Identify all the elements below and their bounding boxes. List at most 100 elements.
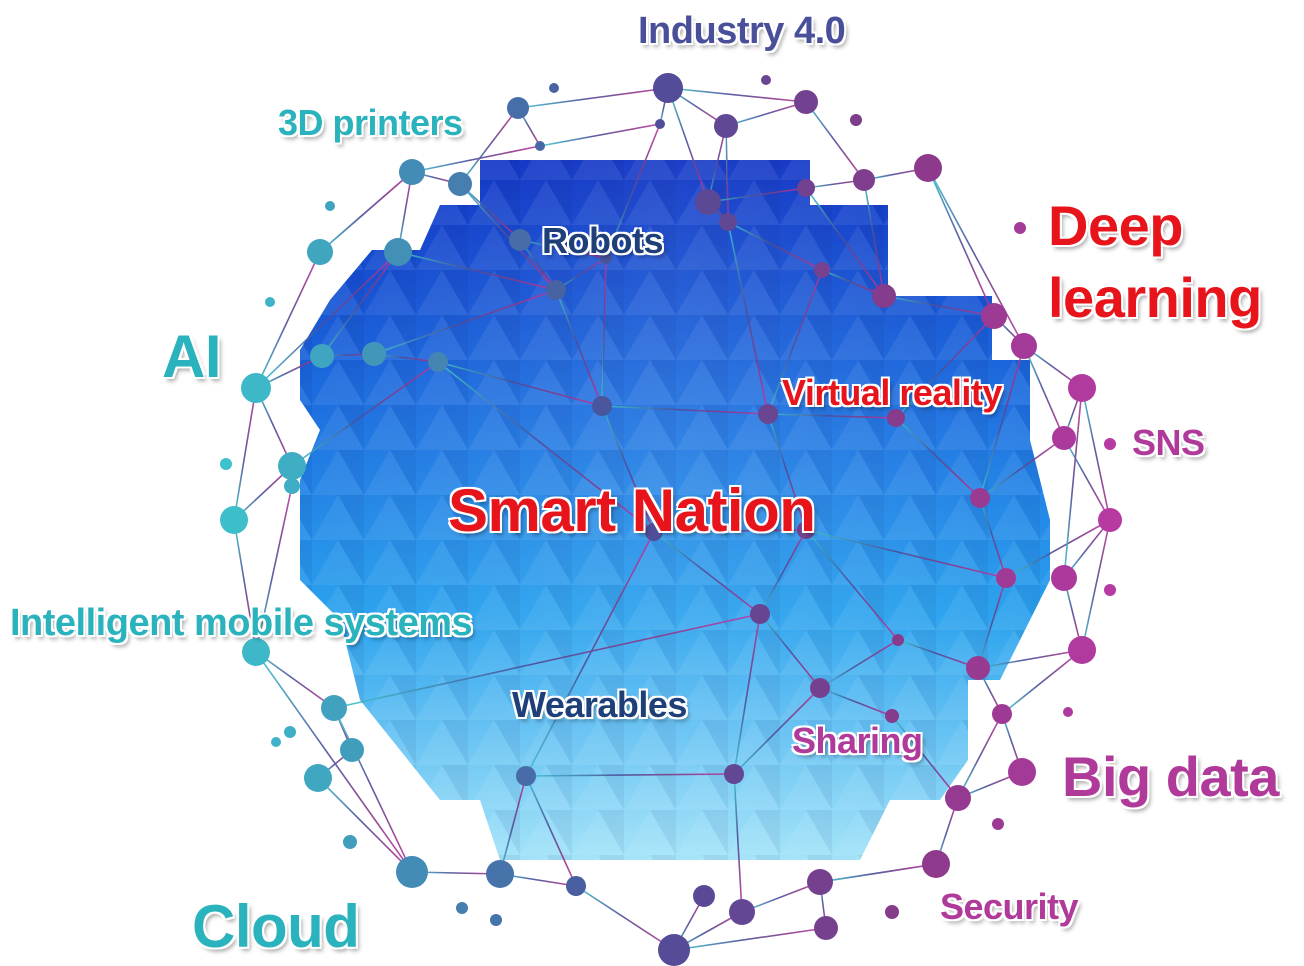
label-wearables: Wearables	[512, 684, 687, 725]
network-node	[325, 201, 335, 211]
network-node	[241, 373, 271, 403]
network-node	[758, 404, 778, 424]
network-node	[797, 521, 815, 539]
network-edge	[733, 613, 761, 775]
network-node	[814, 262, 830, 278]
network-node	[807, 869, 833, 895]
network-edge	[317, 777, 413, 873]
network-edge	[727, 221, 769, 415]
network-node	[981, 303, 1007, 329]
network-edge	[977, 649, 1083, 669]
network-node	[1052, 426, 1076, 450]
label-intelligent-mobile-systems: Intelligent mobile systems	[10, 602, 473, 644]
network-node	[761, 75, 771, 85]
network-node	[307, 239, 333, 265]
network-node	[992, 818, 1004, 830]
network-edge	[863, 179, 885, 297]
network-node	[490, 914, 502, 926]
network-node	[362, 342, 386, 366]
network-edge	[819, 639, 899, 689]
network-edge	[767, 269, 823, 415]
network-edge	[437, 361, 655, 533]
network-edge	[805, 187, 885, 297]
network-edge	[255, 651, 413, 873]
network-node	[729, 899, 755, 925]
network-edge	[741, 881, 821, 913]
network-node	[284, 478, 300, 494]
network-edge	[767, 413, 807, 531]
network-node	[885, 905, 899, 919]
network-edge	[707, 125, 727, 203]
network-edge	[373, 289, 557, 355]
network-node	[996, 568, 1016, 588]
network-edge	[653, 529, 807, 533]
network-edge	[725, 125, 729, 223]
network-edge	[759, 529, 807, 615]
network-node	[242, 638, 270, 666]
network-node	[714, 114, 738, 138]
network-edge	[517, 87, 669, 109]
label-virtual-reality: Virtual reality	[782, 372, 1002, 413]
network-edge	[725, 101, 807, 127]
network-edge	[1063, 437, 1111, 521]
network-edge	[255, 251, 321, 389]
network-edge	[883, 295, 995, 317]
network-edge	[759, 613, 821, 689]
network-edge	[255, 485, 293, 653]
network-node	[304, 764, 332, 792]
network-node	[693, 885, 715, 907]
network-node	[810, 678, 830, 698]
network-node	[794, 90, 818, 114]
network-node	[509, 229, 531, 251]
network-node	[695, 189, 721, 215]
network-edge	[255, 651, 335, 709]
network-node	[922, 850, 950, 878]
network-edge	[459, 183, 521, 241]
network-node	[546, 280, 566, 300]
network-edge	[1063, 387, 1083, 579]
network-node	[1068, 374, 1096, 402]
network-node	[428, 352, 448, 372]
network-edge	[601, 257, 607, 407]
network-node	[970, 488, 990, 508]
network-edges	[233, 87, 1111, 951]
label-smart-nation: Smart Nation	[448, 477, 816, 544]
label-deep-line2: learning	[1048, 266, 1262, 329]
network-node	[448, 172, 472, 196]
label-3d-printers: 3D printers	[278, 102, 463, 143]
network-edge	[321, 251, 399, 357]
network-node	[343, 835, 357, 849]
network-edge	[459, 107, 519, 185]
network-node	[600, 252, 612, 264]
label-ai: AI	[162, 323, 222, 390]
network-edge	[437, 361, 603, 407]
network-node	[220, 506, 248, 534]
network-edge	[979, 345, 1025, 499]
network-edge	[233, 519, 257, 653]
network-edge	[519, 239, 607, 259]
network-edge	[459, 183, 557, 291]
network-nodes	[220, 73, 1122, 966]
network-edge	[805, 529, 899, 641]
network-node	[653, 73, 683, 103]
network-edge	[1001, 649, 1083, 715]
hexagon-mosaic	[300, 160, 1050, 860]
network-edge	[411, 145, 541, 173]
network-node	[220, 458, 232, 470]
network-edge	[575, 885, 675, 951]
label-sharing: Sharing	[792, 720, 923, 761]
network-node	[310, 344, 334, 368]
network-node	[1098, 508, 1122, 532]
network-edge	[667, 87, 709, 203]
network-edge	[977, 577, 1007, 669]
network-edge	[1081, 519, 1111, 651]
network-node	[724, 764, 744, 784]
network-edge	[255, 251, 399, 389]
network-node	[658, 934, 690, 966]
network-node	[384, 238, 412, 266]
network-edge	[733, 773, 743, 913]
network-edge	[767, 413, 897, 419]
network-node	[850, 114, 862, 126]
label-sns: SNS	[1132, 422, 1205, 463]
network-node	[1011, 333, 1037, 359]
